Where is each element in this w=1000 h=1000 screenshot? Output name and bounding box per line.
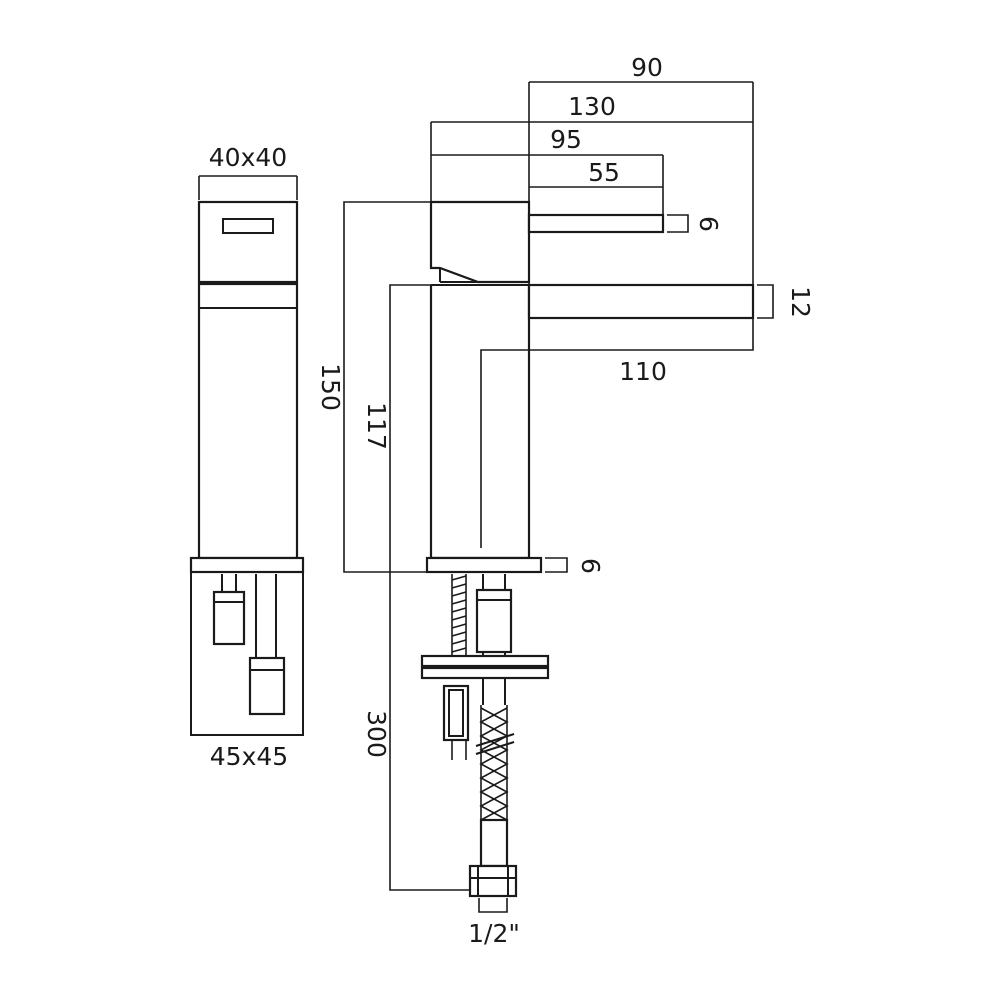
front-handle-head — [197, 200, 299, 284]
dim-spout-reach: 110 — [619, 357, 667, 386]
fixing-nut — [442, 684, 470, 742]
hose-connector-nut — [468, 864, 518, 898]
dim-hose-length: 300 — [362, 710, 391, 758]
side-base-plate — [425, 556, 543, 574]
dim-spout-height: 117 — [362, 402, 391, 450]
dim-handle-thickness: 6 — [694, 216, 723, 232]
dim-top-width: 40x40 — [209, 143, 287, 172]
side-body — [429, 285, 531, 560]
side-handle-head — [429, 200, 531, 284]
front-handle-slot — [222, 218, 274, 234]
braided-hose — [475, 705, 515, 821]
front-body — [197, 282, 299, 560]
dim-base-width: 45x45 — [210, 742, 288, 771]
dim-handle-stub: 55 — [588, 158, 620, 187]
dim-overall-reach: 90 — [631, 53, 663, 82]
dim-spout-thickness: 12 — [786, 286, 815, 318]
dim-base-thickness: 6 — [576, 558, 605, 574]
front-fitting-left — [212, 590, 246, 646]
mounting-plate-bottom — [420, 666, 550, 680]
dim-total-height: 150 — [316, 363, 345, 411]
front-fitting-right — [248, 656, 286, 716]
dim-handle-length: 95 — [550, 125, 582, 154]
side-spout — [527, 283, 755, 320]
dim-lever-length: 130 — [568, 92, 616, 121]
side-view: 90 130 95 55 6 12 110 150 117 — [316, 53, 815, 948]
hose-connector-collar — [479, 818, 509, 868]
mounting-plate-top — [420, 654, 550, 668]
side-handle-stub — [527, 213, 665, 234]
front-view: 40x40 20 45x45 — [189, 143, 305, 771]
dim-connector-size: 1/2" — [468, 919, 520, 948]
front-base-plate — [189, 556, 305, 574]
